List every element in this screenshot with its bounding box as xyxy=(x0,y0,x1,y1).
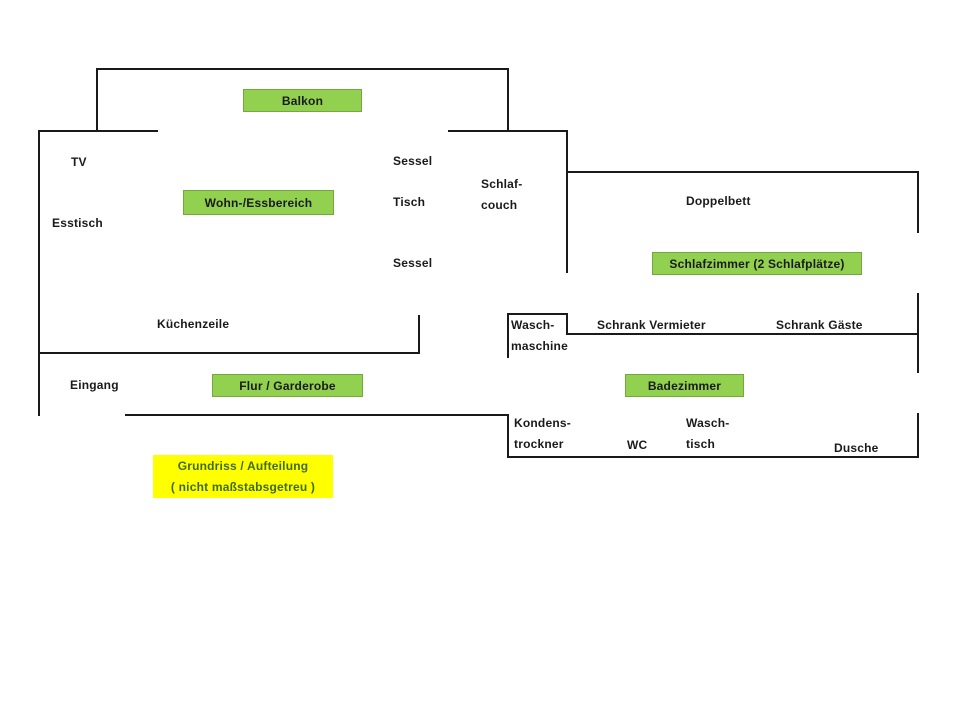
label-tv: TV xyxy=(71,155,87,169)
wall-segment xyxy=(566,333,919,335)
label-tisch: Tisch xyxy=(393,195,426,209)
room-label-schlafzimmer: Schlafzimmer (2 Schlafplätze) xyxy=(652,252,862,275)
wall-segment xyxy=(507,313,509,358)
label-eingang: Eingang xyxy=(70,378,119,392)
label-schrank-gaeste: Schrank Gäste xyxy=(776,318,863,332)
label-waschmaschine: Wasch- maschine xyxy=(511,318,568,353)
wall-segment xyxy=(917,413,919,458)
room-label-balkon: Balkon xyxy=(243,89,362,112)
plan-note: Grundriss / Aufteilung ( nicht maßstabsg… xyxy=(153,455,333,498)
label-schlafcouch: Schlaf- couch xyxy=(481,177,523,212)
wall-segment xyxy=(38,352,420,354)
wall-segment xyxy=(507,456,919,458)
wall-segment xyxy=(418,315,420,354)
wall-segment xyxy=(38,130,158,132)
wall-segment xyxy=(125,414,509,416)
wall-segment xyxy=(96,68,98,132)
wall-segment xyxy=(566,171,919,173)
label-waschtisch: Wasch- tisch xyxy=(686,416,730,451)
label-sessel-unten: Sessel xyxy=(393,256,433,270)
label-schrank-vermieter: Schrank Vermieter xyxy=(597,318,706,332)
label-doppelbett: Doppelbett xyxy=(686,194,751,208)
wall-segment xyxy=(566,130,568,273)
room-label-badezimmer: Badezimmer xyxy=(625,374,744,397)
label-sessel-oben: Sessel xyxy=(393,154,433,168)
wall-segment xyxy=(448,130,568,132)
label-wc: WC xyxy=(627,438,648,452)
wall-segment xyxy=(38,130,40,416)
label-esstisch: Esstisch xyxy=(52,216,103,230)
wall-segment xyxy=(96,68,509,70)
room-label-flur-garderobe: Flur / Garderobe xyxy=(212,374,363,397)
room-label-wohn-essbereich: Wohn-/Essbereich xyxy=(183,190,334,215)
wall-segment xyxy=(507,313,568,315)
label-kondenstrockner: Kondens- trockner xyxy=(514,416,571,451)
wall-segment xyxy=(507,414,509,458)
label-dusche: Dusche xyxy=(834,441,879,455)
wall-segment xyxy=(917,171,919,233)
wall-segment xyxy=(507,68,509,132)
wall-segment xyxy=(566,313,568,335)
label-kuechenzeile: Küchenzeile xyxy=(157,317,230,331)
